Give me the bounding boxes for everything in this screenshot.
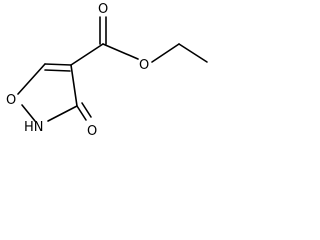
atom-ring-carbonyl-oxygen: O <box>87 124 97 139</box>
bond-c5-c4-single <box>44 63 72 66</box>
atom-ester-oxygen: O <box>139 58 149 73</box>
bond-c4-ester-carbon <box>70 43 104 66</box>
bond-n2-o1 <box>21 104 36 122</box>
bond-ester-c-o <box>102 43 139 60</box>
atom-ring-oxygen: O <box>6 93 16 108</box>
chemical-structure: O HN O O O <box>6 2 208 139</box>
bond-o-ch2 <box>151 43 180 63</box>
bond-o1-c5 <box>17 63 46 95</box>
atom-ring-nh: HN <box>24 120 44 135</box>
bond-c3-o-single <box>76 105 87 121</box>
bond-ch2-ch3 <box>178 43 208 63</box>
bond-c3-o-double <box>81 102 92 118</box>
bond-c5-c4-double <box>44 69 71 72</box>
atom-ester-carbonyl-oxygen: O <box>98 2 108 17</box>
bond-c4-c3 <box>70 64 78 107</box>
bond-c3-n2 <box>47 105 78 122</box>
